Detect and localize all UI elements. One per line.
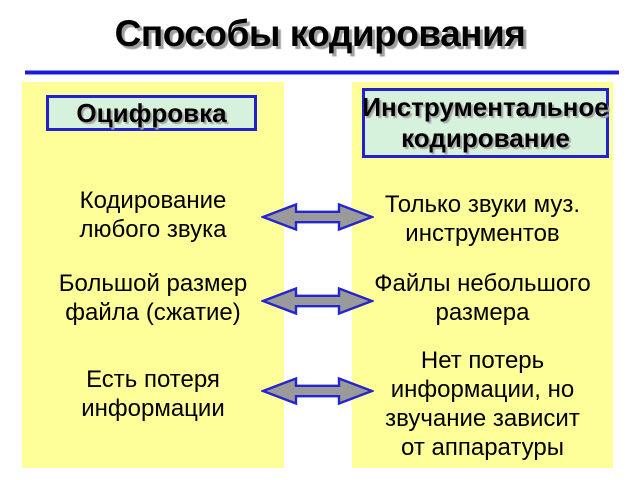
double-headed-arrow-icon: [261, 376, 374, 406]
left-row-3-text: Есть потеря информации: [81, 366, 225, 422]
double-headed-arrow-icon: [261, 286, 374, 316]
left-column-header-label: Оцифровка: [76, 97, 227, 128]
slide-title: Способы кодирования: [114, 13, 526, 54]
left-row-2-text: Большой размер файла (сжатие): [58, 270, 248, 326]
right-row-1-text: Только звуки муз. инструментов: [384, 191, 581, 247]
right-row-3-text: Нет потерь информации, но звучание завис…: [385, 347, 580, 461]
double-headed-arrow-icon: [261, 202, 374, 232]
right-row-2-text: Файлы небольшого размера: [374, 270, 591, 326]
left-column-panel: [22, 82, 284, 468]
right-column-header-box: Инструментальное кодирование: [362, 88, 609, 158]
left-column-header-box: Оцифровка: [46, 95, 257, 131]
title-divider-line: [25, 70, 619, 75]
right-column-header-label: Инструментальное кодирование: [362, 92, 609, 153]
left-row-1-text: Кодирование любого звука: [79, 187, 227, 243]
